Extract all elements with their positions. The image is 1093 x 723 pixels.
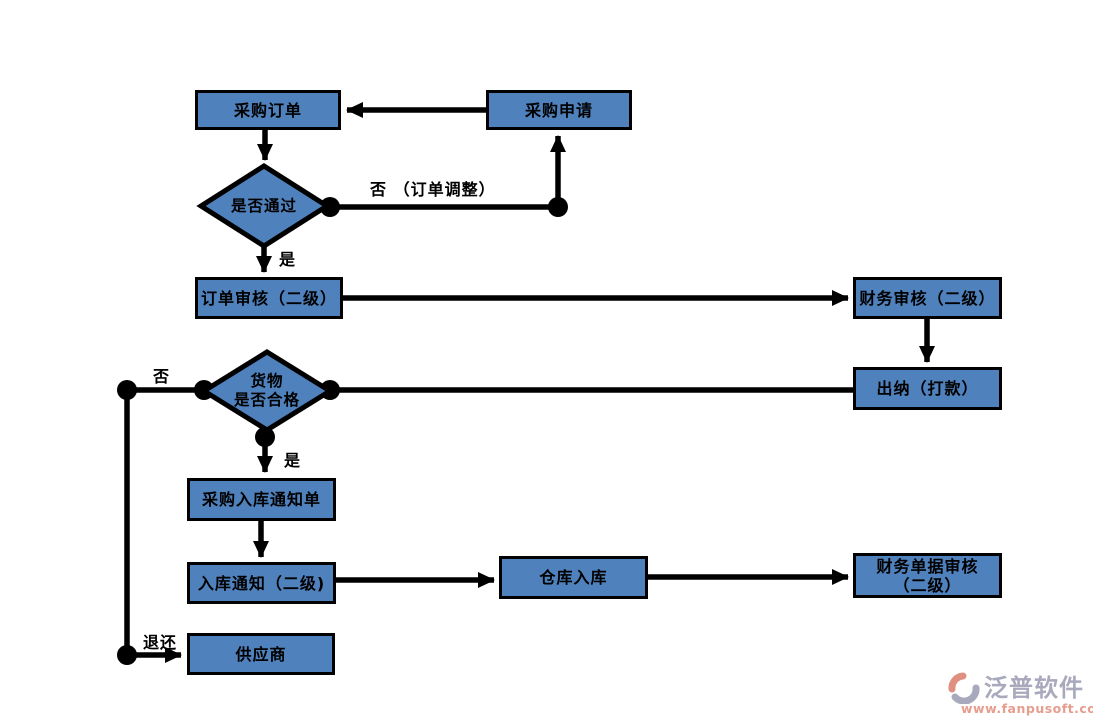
edge-label-yes-pass: 是 (279, 250, 297, 269)
node-purchase-order: 采购订单 (195, 90, 341, 130)
node-pass-decision-label: 是否通过 (199, 186, 329, 226)
edge-label-no-order-adjust: 否 （订单调整） (370, 180, 496, 199)
node-inbound-notice-label: 入库通知（二级) (197, 573, 326, 593)
junction-dot (117, 380, 137, 400)
node-finance-doc-review-line1: 财务单据审核 (876, 556, 979, 576)
watermark-brand: 泛普软件 (984, 674, 1084, 702)
junction-dot (255, 427, 275, 447)
edge-label-yes-goods: 是 (284, 451, 302, 470)
node-supplier-label: 供应商 (235, 644, 287, 664)
node-purchase-request-label: 采购申请 (524, 100, 593, 120)
node-finance-review: 财务审核（二级） (853, 277, 1002, 319)
node-finance-doc-review-line2: （二级） (893, 575, 962, 595)
node-supplier: 供应商 (187, 633, 335, 675)
edge-label-no-goods: 否 (153, 367, 171, 386)
edge-goods-no-to-supplier (124, 387, 204, 663)
junction-dot (117, 645, 137, 665)
node-order-review-label: 订单审核（二级） (200, 288, 337, 308)
node-purchase-request: 采购申请 (486, 90, 632, 130)
goods-decision-line2: 是否合格 (233, 391, 300, 409)
watermark: 泛普软件 www.fanpusoft.com (948, 672, 1093, 718)
node-cashier: 出纳（打款） (853, 367, 1002, 410)
diamond-goods-decision (199, 349, 335, 433)
junction-dot (548, 197, 568, 217)
node-warehouse-inbound-label: 仓库入库 (539, 568, 608, 587)
node-purchase-inbound-notice: 采购入库通知单 (187, 478, 336, 521)
watermark-url: www.fanpusoft.com (961, 701, 1093, 716)
node-purchase-order-label: 采购订单 (233, 100, 302, 120)
node-finance-doc-review: 财务单据审核 （二级） (853, 553, 1002, 598)
node-goods-decision-label: 货物 是否合格 (202, 368, 332, 414)
node-cashier-label: 出纳（打款） (876, 379, 979, 398)
fanpu-logo-icon (948, 672, 980, 704)
diamond-pass-decision (196, 163, 332, 249)
node-order-review: 订单审核（二级） (195, 277, 343, 319)
node-purchase-inbound-notice-label: 采购入库通知单 (201, 490, 321, 509)
node-inbound-notice: 入库通知（二级) (187, 562, 336, 604)
node-finance-review-label: 财务审核（二级） (859, 288, 996, 308)
edge-label-return-goods: 退还 (143, 633, 178, 652)
node-warehouse-inbound: 仓库入库 (499, 556, 648, 599)
pass-decision-text: 是否通过 (230, 196, 297, 215)
goods-decision-line1: 货物 (250, 372, 284, 390)
